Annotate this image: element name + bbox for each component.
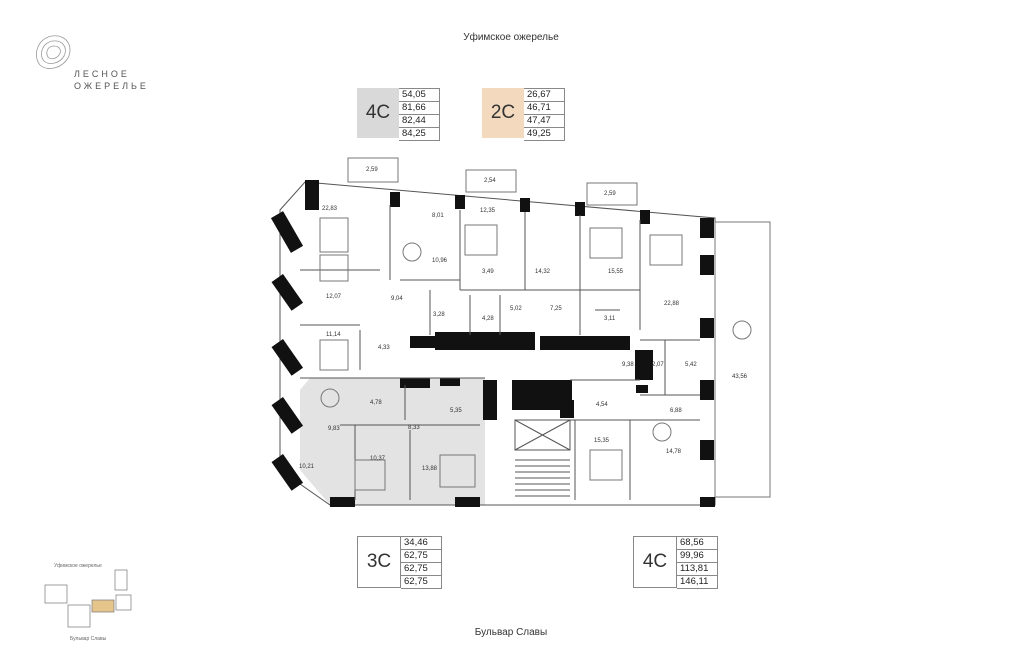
legend-3c-bottom: 3С 34,46 62,75 62,75 62,75: [357, 536, 442, 589]
legend-4c-top: 4С 54,05 81,66 82,44 84,25: [357, 88, 440, 141]
legend-value: 113,81: [677, 563, 717, 576]
legend-value: 81,66: [399, 102, 439, 115]
logo-text-2: ОЖЕРЕЛЬЕ: [74, 81, 149, 91]
stairwell: [514, 419, 571, 497]
legend-tag: 3С: [357, 536, 401, 588]
room-area: 13,88: [422, 466, 438, 472]
legend-2c-top: 2С 26,67 46,71 47,47 49,25: [482, 88, 565, 141]
room-area: 4,33: [378, 345, 390, 351]
room-area: 3,11: [604, 316, 616, 322]
balcony-3: [586, 182, 638, 206]
room-area: 4,54: [596, 402, 608, 408]
room-area: 3,28: [433, 312, 445, 318]
furniture-tables: [320, 242, 752, 442]
room-area: 6,88: [670, 408, 682, 414]
logo-contour-icon: [36, 35, 71, 69]
legend-value: 62,75: [401, 563, 441, 576]
room-area: 8,01: [432, 213, 444, 219]
room-area: 9,38: [622, 362, 634, 368]
legend-value: 84,25: [402, 128, 426, 139]
legend-4c-bottom: 4С 68,56 99,96 113,81 146,11: [633, 536, 718, 589]
legend-value: 34,46: [401, 537, 441, 550]
room-area: 7,25: [550, 306, 562, 312]
room-area: 10,96: [432, 258, 448, 264]
room-area: 10,37: [370, 456, 386, 462]
legend-value: 68,56: [677, 537, 717, 550]
legend-value: 54,05: [399, 89, 439, 102]
legend-value: 46,71: [524, 102, 564, 115]
room-area: 11,14: [326, 332, 341, 338]
balcony-area: 2,59: [604, 191, 616, 197]
room-area: 22,88: [664, 301, 680, 307]
room-area: 10,21: [299, 464, 315, 470]
room-area: 2,07: [652, 362, 664, 368]
interior-walls: [300, 205, 700, 500]
legend-value: 99,96: [677, 550, 717, 563]
room-area: 4,28: [482, 316, 494, 322]
legend-value: 47,47: [524, 115, 564, 128]
room-area: 15,35: [594, 438, 610, 444]
legend-value: 26,67: [524, 89, 564, 102]
logo-text-1: ЛЕСНОЕ: [74, 69, 130, 79]
room-area: 5,42: [685, 362, 697, 368]
room-area: 9,04: [391, 296, 403, 302]
room-area: 22,83: [322, 206, 338, 212]
balcony-area: 2,59: [366, 167, 378, 173]
room-area: 12,35: [480, 208, 496, 214]
street-top-label: Уфимское ожерелье: [463, 32, 559, 43]
legend-tag: 2С: [482, 88, 524, 138]
room-area: 3,49: [482, 269, 494, 275]
room-labels: 22,83 8,01 12,35 10,96 3,49 14,32 15,55 …: [299, 167, 748, 472]
street-bottom-label: Бульвар Славы: [474, 627, 548, 638]
room-area: 5,02: [510, 306, 522, 312]
room-area: 14,78: [666, 449, 682, 455]
minimap-street-top: Уфимское ожерелье: [54, 563, 102, 569]
room-area: 43,56: [732, 374, 748, 380]
minimap-street-bottom: Бульвар Славы: [70, 636, 107, 642]
legend-tag: 4С: [633, 536, 677, 588]
room-area: 9,83: [328, 426, 340, 432]
room-area: 5,35: [450, 408, 462, 414]
terrace: [714, 221, 771, 498]
room-area: 15,55: [608, 269, 624, 275]
legend-value: 62,75: [401, 550, 441, 563]
legend-value: 49,25: [527, 128, 551, 139]
room-area: 8,33: [408, 425, 420, 431]
balcony-1: [347, 157, 399, 183]
legend-value: 82,44: [399, 115, 439, 128]
structural-walls: [270, 180, 715, 507]
balcony-area: 2,54: [484, 178, 496, 184]
room-area: 14,32: [535, 269, 551, 275]
minimap: Уфимское ожерелье Бульвар Славы: [44, 563, 132, 642]
legend-value: 146,11: [680, 576, 709, 587]
furniture-beds: [319, 217, 683, 491]
legend-tag: 4С: [357, 88, 399, 138]
balcony-2: [465, 169, 517, 193]
logo: [30, 30, 80, 80]
apartment-3c-highlight: [300, 378, 485, 505]
room-area: 4,78: [370, 400, 382, 406]
room-area: 12,07: [326, 294, 342, 300]
legend-value: 62,75: [404, 576, 428, 587]
